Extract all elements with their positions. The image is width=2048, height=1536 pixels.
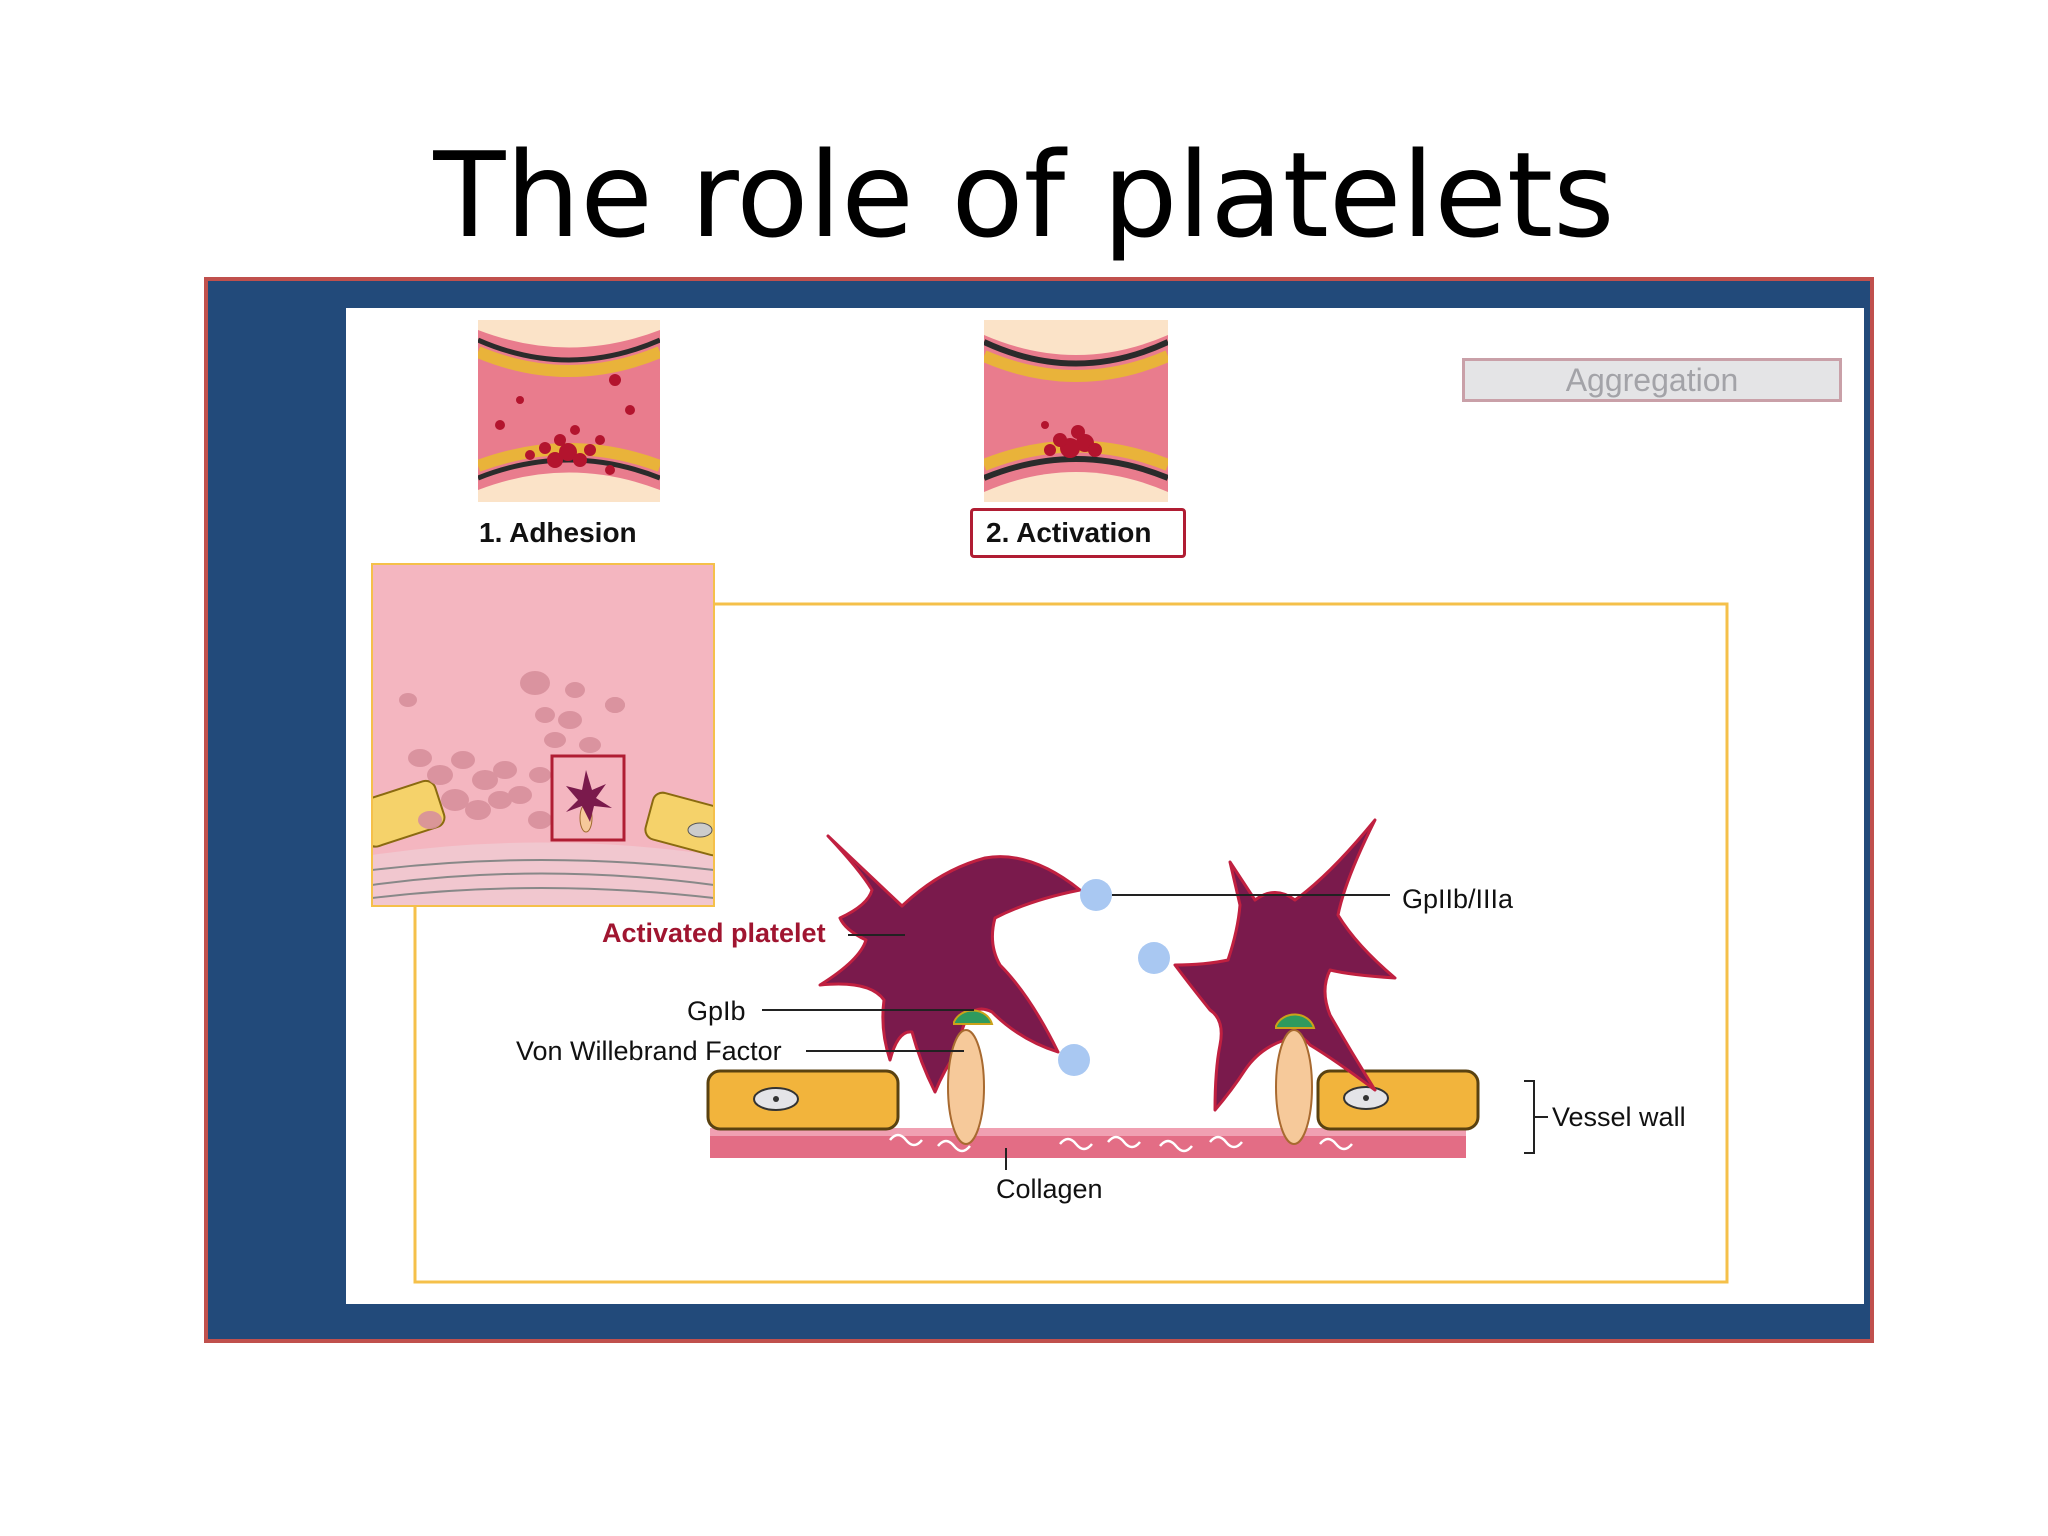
activation-thumbnail [984, 320, 1168, 502]
aggregation-button[interactable] [1462, 358, 1842, 402]
vwf-label: Von Willebrand Factor [516, 1036, 782, 1066]
activated-platelet-left [818, 834, 1082, 1094]
endothelial-cell-left [706, 1069, 900, 1131]
gpib-receptor-left [953, 1009, 994, 1025]
collagen-band [710, 1128, 1466, 1158]
gpiib-iiia-receptor-1 [1080, 879, 1112, 911]
activated-platelet-label: Activated platelet [602, 918, 826, 948]
step-activation-highlight [970, 508, 1186, 558]
gpiib-iiia-label: GpIIb/IIIa [1402, 884, 1514, 914]
activated-platelet-right [1173, 818, 1397, 1112]
gpib-receptor-right [1275, 1013, 1316, 1029]
vessel-wall-label: Vessel wall [1552, 1102, 1686, 1132]
inset-view [372, 564, 714, 906]
vwf-right [1275, 1029, 1313, 1145]
aggregation-label: Aggregation [1565, 362, 1739, 398]
step-adhesion-label: 1. Adhesion [479, 517, 637, 548]
adhesion-thumbnail [478, 320, 660, 502]
leader-lines [762, 894, 1548, 1170]
endothelial-cell-right [1316, 1069, 1480, 1131]
gpib-label: GpIb [687, 996, 746, 1026]
gpiib-iiia-receptor-3 [1058, 1044, 1090, 1076]
gpiib-iiia-receptor-2 [1138, 942, 1170, 974]
detail-frame [413, 602, 1729, 1284]
vwf-left [947, 1029, 985, 1145]
slide-title: The role of platelets [433, 126, 1615, 264]
collagen-label: Collagen [996, 1174, 1103, 1204]
inset-frame [371, 563, 715, 907]
step-activation-label: 2. Activation [986, 517, 1152, 548]
